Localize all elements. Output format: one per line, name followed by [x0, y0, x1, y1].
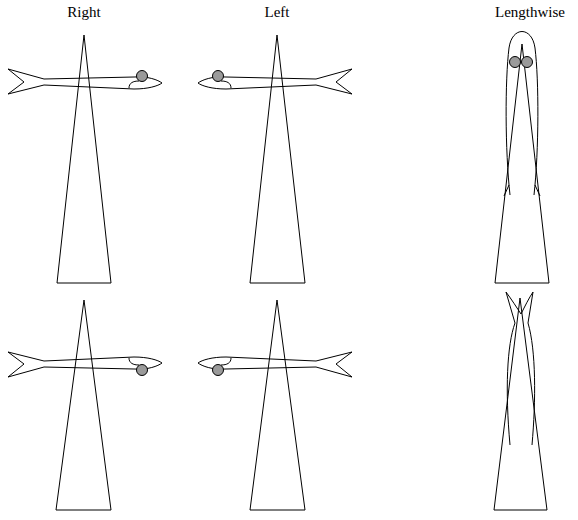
- column-heading: Lengthwise: [495, 3, 565, 21]
- column-heading: Left: [265, 3, 290, 21]
- column-heading: Right: [67, 3, 100, 21]
